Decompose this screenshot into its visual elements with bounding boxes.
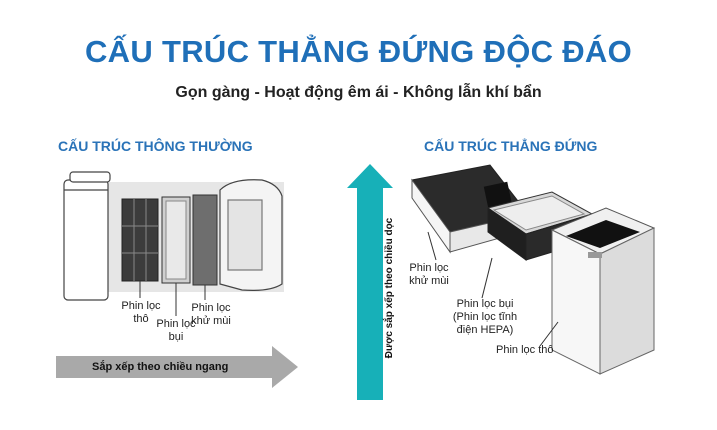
- right-section-heading: CẤU TRÚC THẲNG ĐỨNG: [424, 138, 598, 154]
- right-label-coarse: Phin lọc thô: [496, 344, 554, 356]
- horizontal-arrow-label: Sắp xếp theo chiều ngang: [92, 361, 229, 373]
- left-odor-filter: [192, 194, 218, 286]
- page-title: CẤU TRÚC THẲNG ĐỨNG ĐỘC ĐÁO: [84, 34, 632, 69]
- left-section-heading: CẤU TRÚC THÔNG THƯỜNG: [58, 138, 253, 154]
- right-label-odor: Phin lọc khử mùi: [409, 262, 449, 287]
- left-coarse-filter: [121, 198, 159, 282]
- left-label-dust: Phin lọc bụi: [156, 318, 196, 343]
- page-subtitle: Gọn gàng - Hoạt động êm ái - Không lẫn k…: [175, 84, 542, 101]
- vertical-arrow: [347, 164, 393, 400]
- right-label-dust: Phin lọc bụi (Phin lọc tĩnh điện HEPA): [452, 298, 518, 336]
- left-unit-front: [63, 171, 111, 301]
- left-label-odor: Phin lọc khử mùi: [191, 302, 231, 327]
- left-dust-filter: [161, 196, 191, 284]
- left-label-coarse: Phin lọc thô: [121, 300, 161, 325]
- horizontal-arrow: [56, 346, 298, 388]
- left-unit-back: [219, 179, 283, 291]
- right-unit-body: [550, 207, 656, 375]
- vertical-arrow-label: Được sắp xếp theo chiều dọc: [384, 217, 395, 359]
